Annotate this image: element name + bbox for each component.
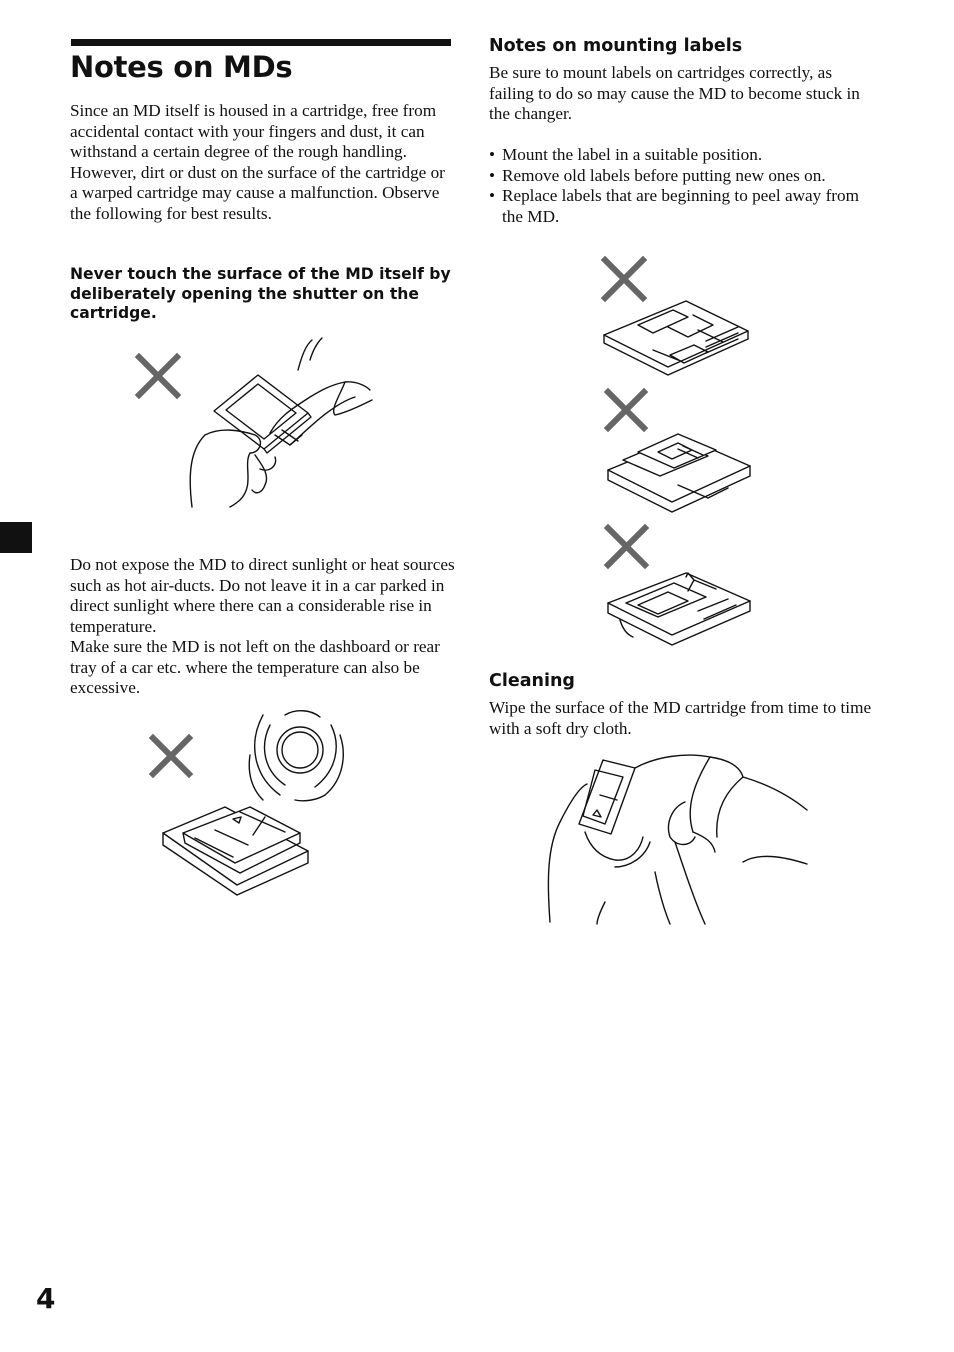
intro-paragraph: Since an MD itself is housed in a cartri… xyxy=(70,101,445,223)
shutter-illustration xyxy=(134,337,373,508)
label-stacked-illustration xyxy=(603,387,751,513)
page-number: 4 xyxy=(36,1282,56,1315)
sun-icon xyxy=(248,710,344,802)
list-item: Replace labels that are beginning to pee… xyxy=(489,186,869,227)
cleaning-heading: Cleaning xyxy=(489,671,575,691)
section-tab xyxy=(0,522,32,553)
sunlight-paragraph: Do not expose the MD to direct sunlight … xyxy=(70,555,455,636)
page-title: Notes on MDs xyxy=(70,50,293,84)
shutter-warning: Never touch the surface of the MD itself… xyxy=(70,265,451,322)
labels-intro: Be sure to mount labels on cartridges co… xyxy=(489,63,860,124)
list-item: Mount the label in a suitable position. xyxy=(489,145,869,166)
x-mark-icon xyxy=(600,255,648,303)
list-item: Remove old labels before putting new one… xyxy=(489,166,869,187)
x-mark-icon xyxy=(603,523,650,570)
label-misplaced-illustration xyxy=(600,255,749,376)
x-mark-icon xyxy=(148,733,194,779)
sunlight-illustration xyxy=(148,710,344,896)
labels-bullet-list: Mount the label in a suitable position. … xyxy=(489,145,869,227)
title-rule xyxy=(71,39,451,46)
labels-heading: Notes on mounting labels xyxy=(489,36,743,56)
dashboard-paragraph: Make sure the MD is not left on the dash… xyxy=(70,637,440,698)
x-mark-icon xyxy=(134,352,182,400)
label-peeling-illustration xyxy=(603,523,751,646)
cleaning-illustration xyxy=(547,754,808,925)
cleaning-text: Wipe the surface of the MD cartridge fro… xyxy=(489,698,872,738)
x-mark-icon xyxy=(603,387,649,433)
